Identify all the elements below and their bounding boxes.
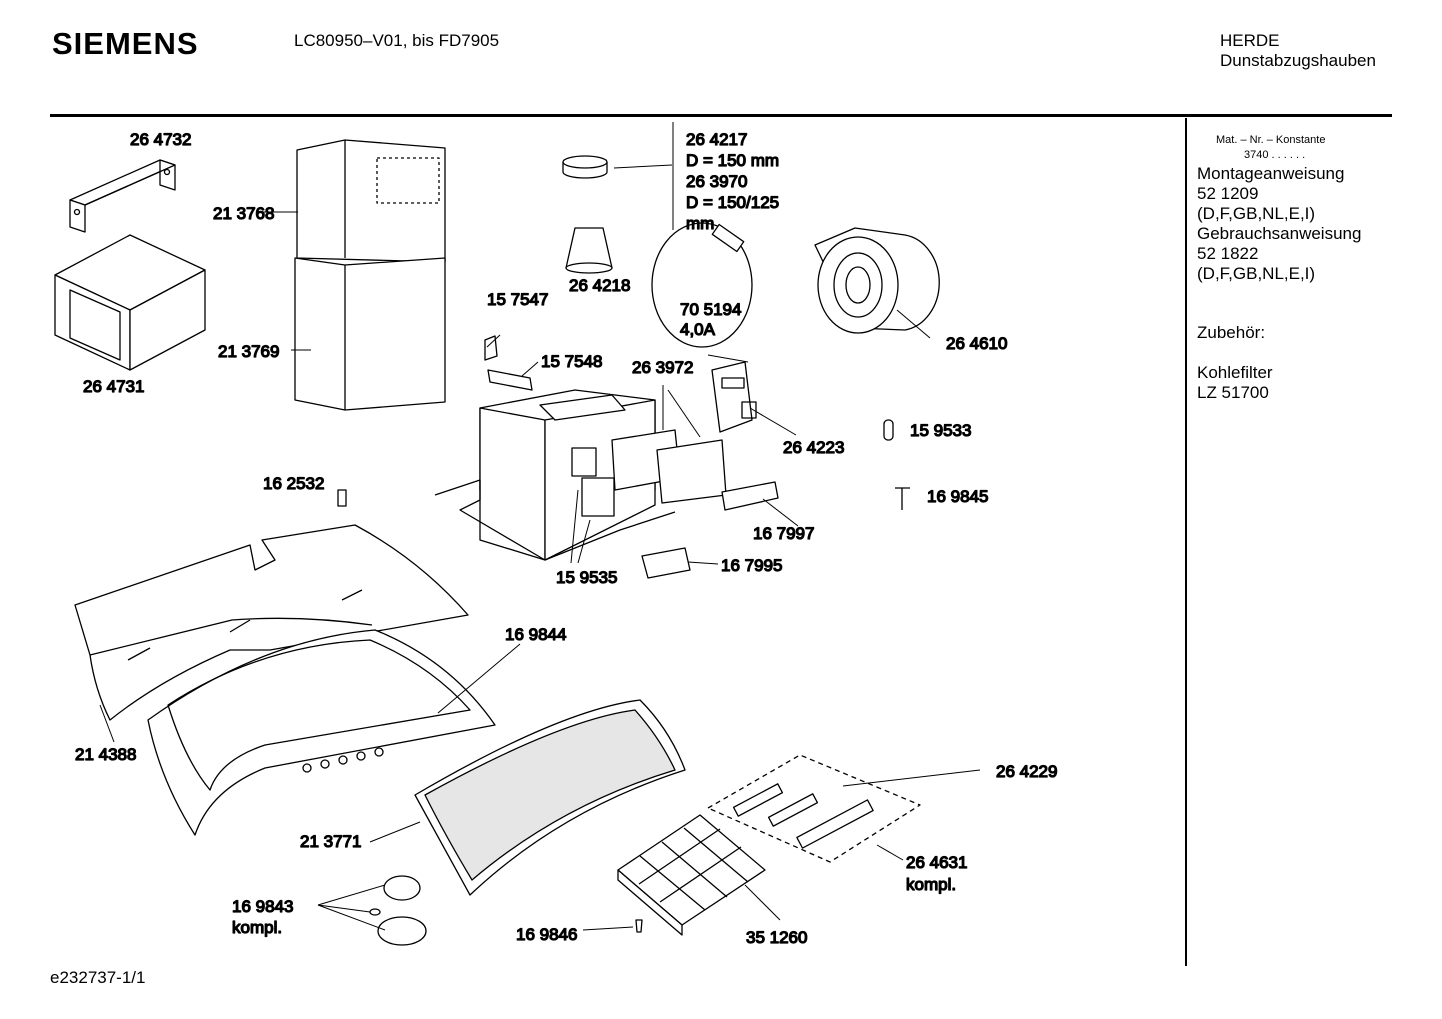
label-705194: 70 5194	[680, 300, 741, 319]
label-159533: 15 9533	[910, 421, 971, 440]
label-264631-kompl: kompl.	[906, 875, 956, 894]
grease-filter	[414, 699, 686, 896]
small-bracket	[484, 335, 533, 391]
label-159535: 15 9535	[556, 568, 617, 587]
screw	[635, 919, 643, 933]
label-263972: 26 3972	[632, 358, 693, 377]
label-264732: 26 4732	[130, 130, 191, 149]
label-169843: 16 9843	[232, 897, 293, 916]
label-213769: 21 3769	[218, 342, 279, 361]
label-264218: 26 4218	[569, 276, 630, 295]
label-167997: 16 7997	[753, 524, 814, 543]
label-214388: 21 4388	[75, 745, 136, 764]
switch-strip	[721, 481, 779, 511]
mat-value: 3740 . . . . . .	[1244, 149, 1306, 161]
header-divider	[50, 114, 1392, 117]
chimney-upper	[296, 139, 446, 263]
label-157548: 15 7548	[541, 352, 602, 371]
label-169843-kompl: kompl.	[232, 918, 282, 937]
category: HERDE Dunstabzugshauben	[1220, 31, 1376, 71]
accessory-line-2: LZ 51700	[1197, 383, 1269, 402]
label-264731: 26 4731	[83, 377, 144, 396]
doc-line-5: 52 1822	[1197, 244, 1259, 263]
label-169844: 16 9844	[505, 625, 566, 644]
label-169845: 16 9845	[927, 487, 988, 506]
charcoal-filter	[617, 814, 766, 936]
doc-line-3: (D,F,GB,NL,E,I)	[1197, 204, 1316, 223]
accessory-title: Zubehör:	[1197, 323, 1266, 342]
label-167995: 16 7995	[721, 556, 782, 575]
doc-line-6: (D,F,GB,NL,E,I)	[1197, 264, 1316, 283]
glass-canopy	[74, 524, 469, 721]
label-264223: 26 4223	[783, 438, 844, 457]
chimney-lower	[294, 257, 446, 411]
model-number: LC80950–V01, bis FD7905	[294, 31, 500, 50]
electronics-kit	[707, 754, 921, 863]
label-264631: 26 4631	[906, 853, 967, 872]
brand-logo: SIEMENS	[52, 26, 199, 61]
label-264229: 26 4229	[996, 762, 1057, 781]
label-264217: 26 4217	[686, 130, 747, 149]
leader-lines	[99, 122, 981, 931]
capacitor-boxes	[571, 447, 615, 517]
doc-line-4: Gebrauchsanweisung	[1197, 224, 1362, 243]
accessory-line-1: Kohlefilter	[1197, 363, 1273, 382]
category-line-2: Dunstabzugshauben	[1220, 51, 1376, 70]
lamps	[369, 875, 427, 946]
label-263970: 26 3970	[686, 172, 747, 191]
outlet-collar	[562, 155, 608, 179]
label-162532: 16 2532	[263, 474, 324, 493]
doc-line-2: 52 1209	[1197, 184, 1259, 203]
fuse-detail	[651, 222, 753, 348]
doc-line-1: Montageanweisung	[1197, 164, 1345, 183]
control-board	[711, 361, 757, 433]
footer-code: e232737-1/1	[50, 968, 146, 987]
label-263970-unit: mm	[686, 214, 714, 233]
sidebar-divider	[1185, 118, 1187, 966]
transformer-module	[611, 429, 727, 504]
exploded-diagram: 26 4732 26 4731 21 3768 21 3769 26 4217 …	[54, 122, 1058, 948]
blower-fan	[814, 227, 940, 334]
label-264217-d: D = 150 mm	[686, 151, 779, 170]
label-157547: 15 7547	[487, 290, 548, 309]
mounting-box	[54, 234, 206, 371]
category-line-1: HERDE	[1220, 31, 1280, 50]
label-264610: 26 4610	[946, 334, 1007, 353]
wall-bracket	[69, 159, 176, 233]
filter-frame	[147, 629, 496, 836]
label-263970-d: D = 150/125	[686, 193, 779, 212]
small-parts	[337, 419, 910, 510]
label-213771: 21 3771	[300, 832, 361, 851]
label-213768: 21 3768	[213, 204, 274, 223]
label-351260: 35 1260	[746, 928, 807, 947]
reducer-cone	[565, 227, 613, 274]
lamp-holder	[641, 547, 691, 579]
mat-label: Mat. – Nr. – Konstante	[1216, 134, 1326, 146]
label-705194-amp: 4,0A	[680, 320, 716, 339]
label-169846: 16 9846	[516, 925, 577, 944]
